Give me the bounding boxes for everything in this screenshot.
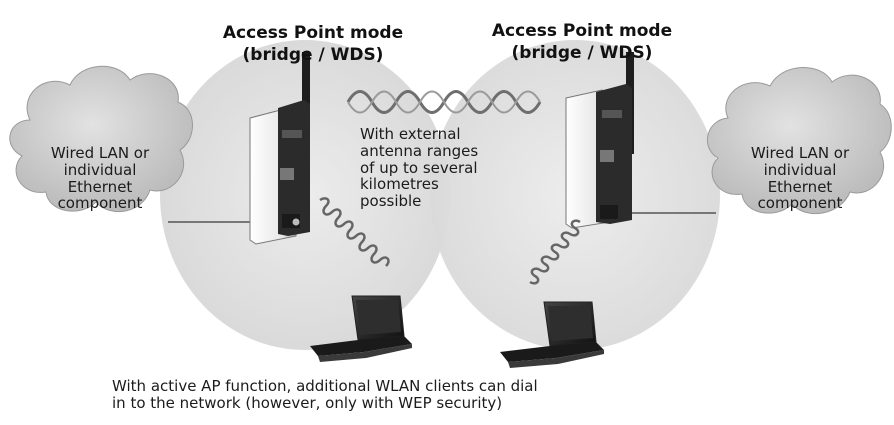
right-laptop-icon: [500, 301, 604, 368]
left-mode-subtitle: (bridge / WDS): [242, 45, 384, 65]
wireless-bridge-wave: [346, 90, 542, 114]
antenna-range-note: With external antenna ranges of up to se…: [360, 125, 479, 211]
left-laptop-radio-link: [319, 197, 390, 267]
client-caption: With active AP function, additional WLAN…: [112, 377, 538, 412]
right-cloud-label: Wired LAN or individual Ethernet compone…: [750, 144, 850, 213]
left-access-point-device: [249, 52, 310, 245]
right-cloud-icon: [707, 67, 892, 215]
left-laptop-icon: [310, 295, 412, 362]
left-mode-title: Access Point mode: [222, 23, 404, 43]
left-cloud-icon: [9, 65, 193, 212]
right-mode-subtitle: (bridge / WDS): [511, 43, 653, 63]
right-mode-title: Access Point mode: [491, 21, 673, 41]
left-cloud-label: Wired LAN or individual Ethernet compone…: [50, 144, 150, 213]
right-laptop-radio-link: [529, 219, 581, 285]
right-access-point-device: [565, 52, 634, 229]
